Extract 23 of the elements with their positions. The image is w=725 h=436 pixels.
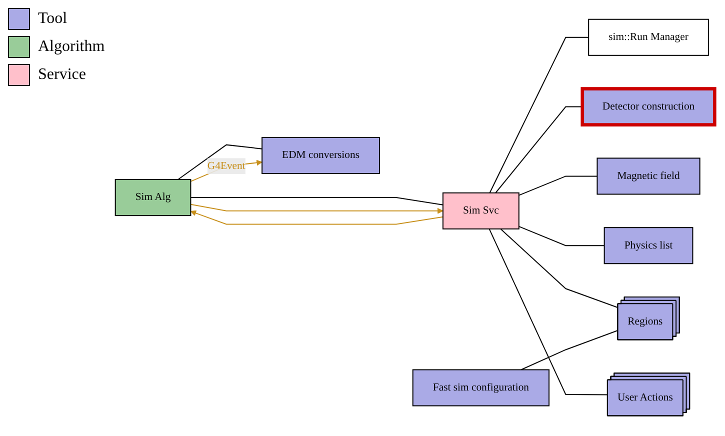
node-box: Sim Svc [442,192,520,230]
connector [518,176,598,196]
node-box: Detector construction [580,88,716,127]
connector [518,226,605,247]
node-box: Fast sim configuration [412,370,550,407]
node-box: EDM conversions [262,137,380,174]
connector [489,37,590,194]
connector [500,228,618,309]
node-box: Physics list [604,228,694,265]
node-box: Magnetic field [596,158,700,196]
arrow [190,210,444,226]
legend-label: Tool [38,10,68,28]
connector [178,144,263,180]
legend-label: Algorithm [38,38,105,56]
connector [190,197,444,206]
arrow [190,204,444,214]
connector [520,330,618,371]
edge-label: G4Event [207,160,246,172]
connector [488,228,608,396]
node-box: Sim Alg [114,179,192,216]
legend-label: Service [38,66,86,84]
node-box: sim::Run Manager [588,19,709,56]
connector [495,106,583,194]
